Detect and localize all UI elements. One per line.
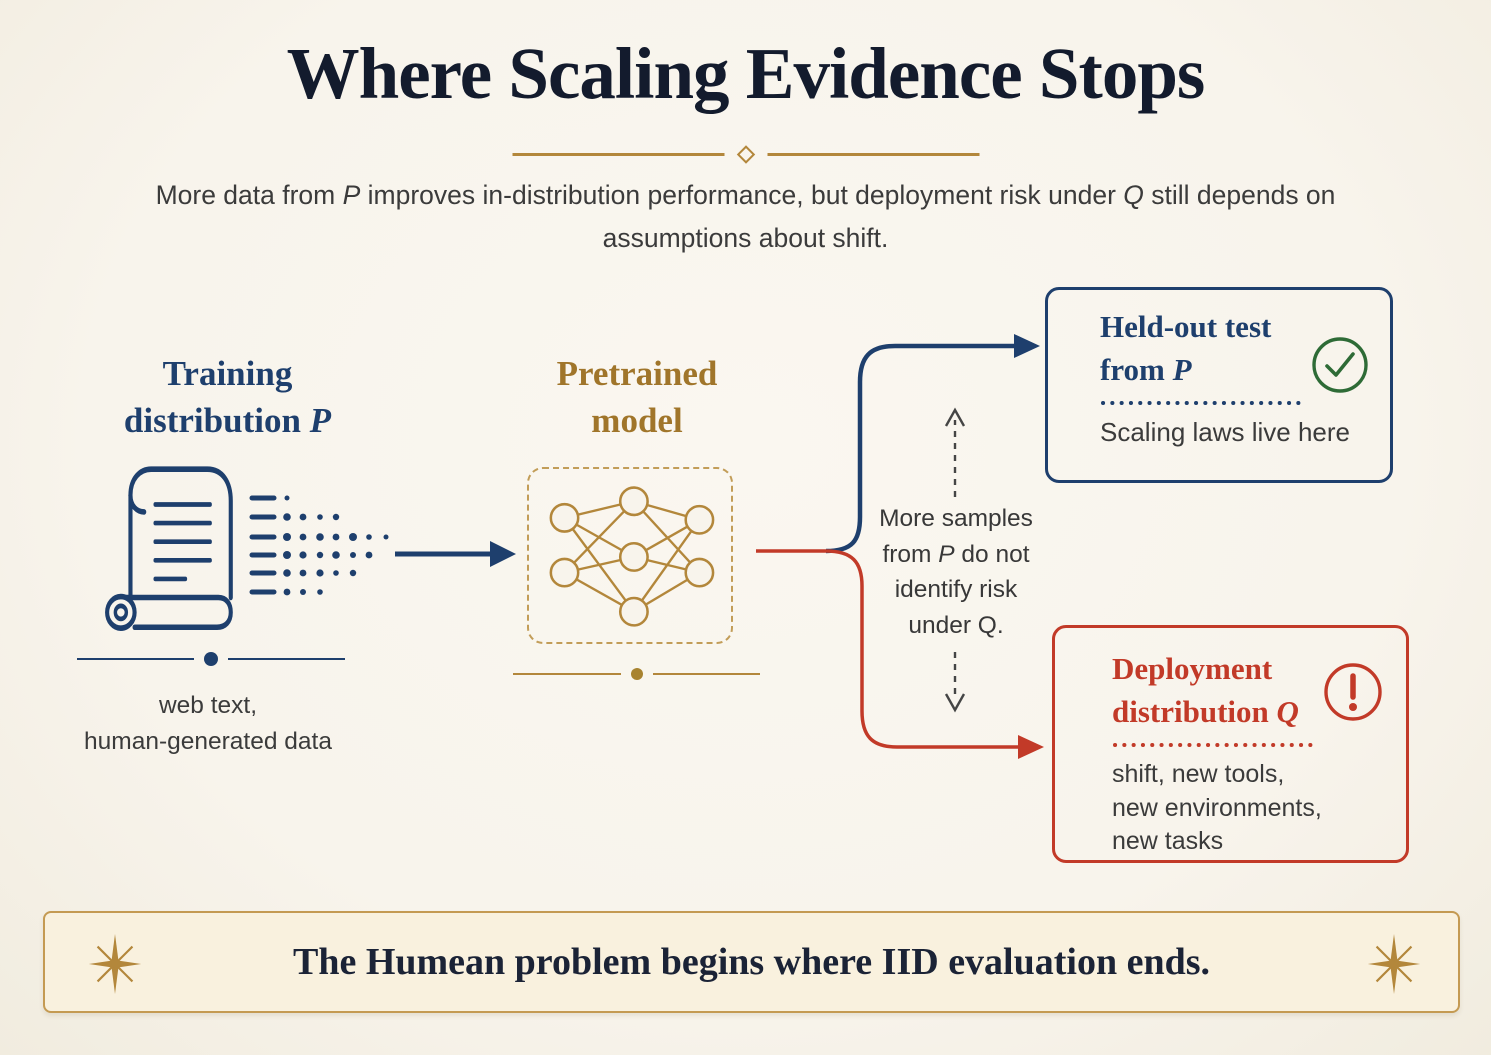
neural-network-icon bbox=[549, 486, 715, 627]
deployment-distribution-box: Deployment distribution Q shift, new too… bbox=[1052, 625, 1409, 863]
caption-line: shift, new tools, bbox=[1112, 760, 1285, 788]
subtitle-text: More data from bbox=[155, 180, 343, 210]
model-dashed-box bbox=[527, 467, 733, 644]
italic-var-q: Q bbox=[1276, 694, 1299, 729]
heldout-dotted-divider bbox=[1101, 401, 1307, 405]
scroll-icon bbox=[105, 466, 233, 631]
pretrained-model-heading: Pretrained model bbox=[556, 354, 718, 440]
deployment-dotted-divider bbox=[1113, 743, 1316, 747]
data-flow-dots-icon bbox=[249, 495, 389, 596]
heading-text: Training distribution bbox=[123, 354, 310, 440]
sparkle-star-icon bbox=[1367, 933, 1421, 995]
heldout-arrowhead bbox=[1014, 334, 1040, 358]
check-circle-icon bbox=[1312, 337, 1368, 393]
training-caption: web text, human-generated data bbox=[68, 688, 348, 760]
divider-line bbox=[512, 153, 724, 156]
heldout-test-box: Held-out test from P Scaling laws live h… bbox=[1045, 287, 1393, 483]
flow-note-text: More samples from bbox=[879, 505, 1033, 568]
caption-line: new tasks bbox=[1112, 827, 1224, 855]
caption-line: new environments, bbox=[1112, 793, 1322, 822]
training-divider bbox=[77, 652, 345, 666]
input-arrowhead bbox=[490, 541, 516, 567]
italic-var-q: Q bbox=[1123, 180, 1144, 210]
training-distribution-heading: Training distribution P bbox=[95, 350, 360, 444]
subtitle-text: still depends on assumptions about shift… bbox=[602, 180, 1336, 253]
caption-line: web text, bbox=[158, 692, 258, 719]
title-divider bbox=[512, 145, 979, 164]
model-divider bbox=[513, 668, 760, 680]
caption-line: human-generated data bbox=[84, 728, 332, 755]
subtitle-text: improves in-distribution performance, bu… bbox=[360, 180, 1124, 210]
sparkle-star-icon bbox=[88, 933, 142, 995]
divider-line bbox=[513, 673, 621, 675]
alert-circle-icon bbox=[1324, 663, 1382, 721]
italic-var-p: P bbox=[938, 540, 955, 568]
flow-note-text: do not identify risk under Q. bbox=[894, 540, 1030, 639]
italic-var-p: P bbox=[309, 401, 332, 440]
divider-line bbox=[767, 153, 979, 156]
italic-var-p: P bbox=[342, 180, 361, 210]
diamond-icon bbox=[736, 145, 755, 164]
subtitle: More data from P improves in-distributio… bbox=[151, 174, 1341, 260]
divider-dot bbox=[630, 668, 643, 680]
flow-note: More samples from P do not identify risk… bbox=[871, 501, 1041, 643]
heldout-box-heading: Held-out test from P bbox=[1100, 305, 1318, 391]
deployment-box-caption: shift, new tools, new environments, new … bbox=[1112, 758, 1386, 859]
italic-var-p: P bbox=[1172, 352, 1192, 387]
banner: The Humean problem begins where IID eval… bbox=[43, 911, 1460, 1013]
divider-line bbox=[652, 673, 760, 675]
deployment-arrowhead bbox=[1018, 735, 1044, 759]
divider-line bbox=[228, 657, 345, 661]
heading-text: Held-out test from bbox=[1100, 309, 1272, 387]
divider-line bbox=[77, 657, 194, 661]
deployment-box-heading: Deployment distribution Q bbox=[1112, 647, 1330, 733]
heading-text: Deployment distribution bbox=[1112, 651, 1277, 729]
page-title: Where Scaling Evidence Stops bbox=[286, 33, 1206, 114]
divider-dot bbox=[204, 652, 218, 666]
banner-text: The Humean problem begins where IID eval… bbox=[292, 941, 1211, 983]
heldout-box-caption: Scaling laws live here bbox=[1100, 417, 1351, 447]
